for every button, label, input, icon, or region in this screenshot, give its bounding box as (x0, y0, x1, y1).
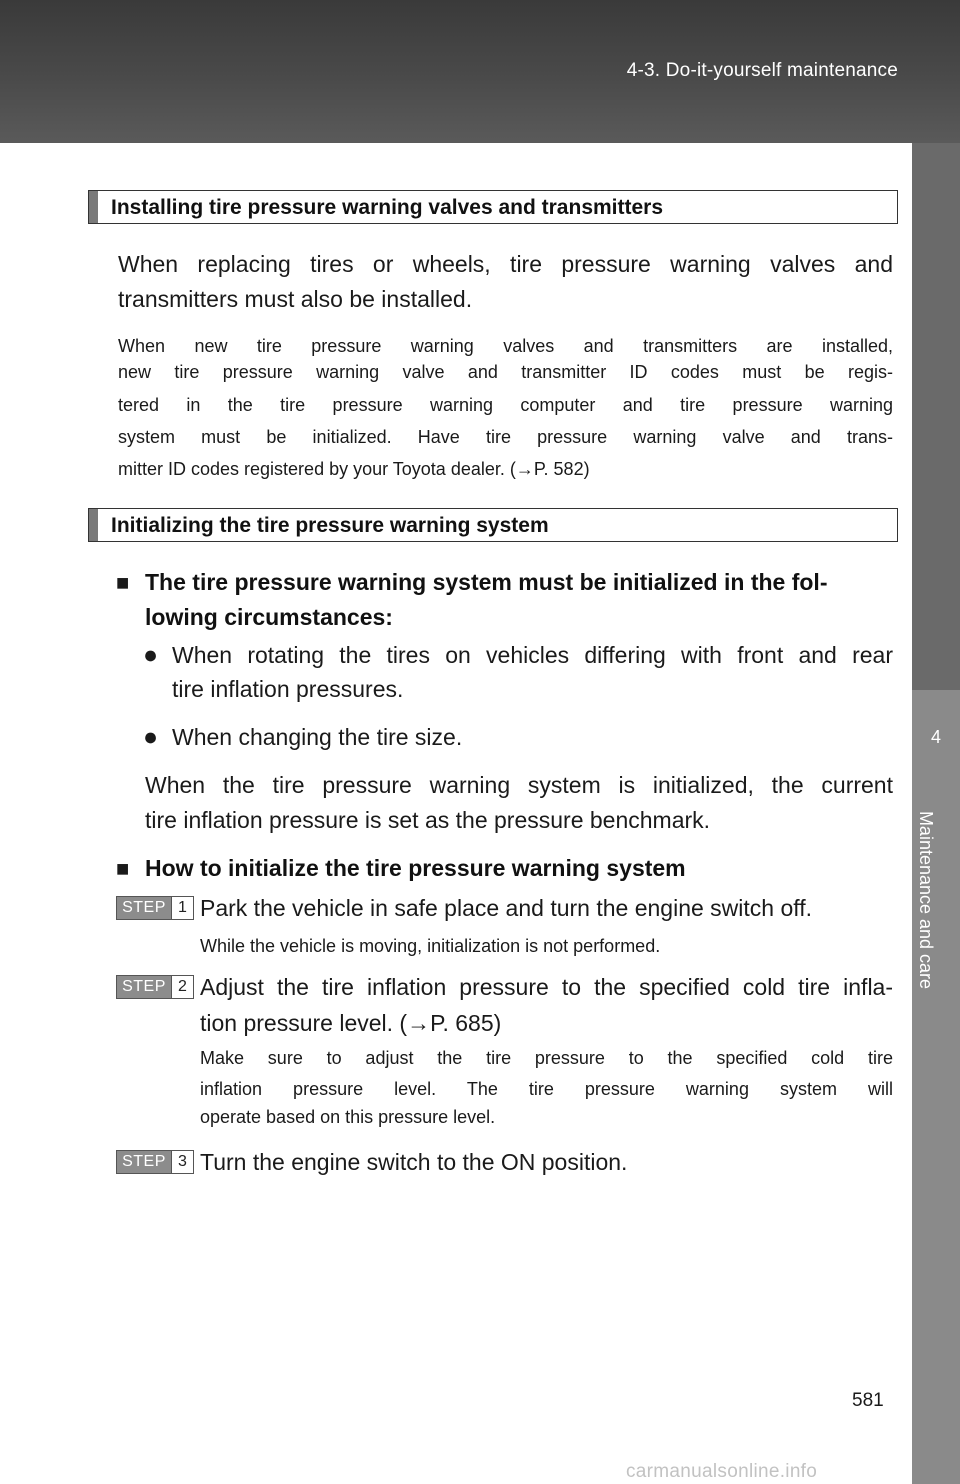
step-2-note-line: inflation pressure level. The tire press… (200, 1079, 893, 1099)
step-number: 3 (171, 1151, 193, 1173)
note-line: new tire pressure warning valve and tran… (118, 362, 893, 382)
paragraph-line: transmitters must also be installed. (118, 286, 473, 312)
step-3-text: Turn the engine switch to the ON positio… (200, 1149, 628, 1175)
step-number: 1 (171, 897, 193, 919)
step-3-badge: STEP 3 (116, 1150, 194, 1174)
step-label: STEP (122, 978, 166, 995)
chapter-number: 4 (930, 727, 941, 747)
section-path: 4-3. Do-it-yourself maintenance (626, 60, 898, 81)
section-heading-text: Installing tire pressure warning valves … (111, 196, 664, 219)
subheading-line: lowing circumstances: (145, 604, 393, 630)
subheading-line: The tire pressure warning system must be… (145, 569, 828, 595)
section-heading-text: Initializing the tire pressure warning s… (111, 514, 549, 537)
section-heading-installing: Installing tire pressure warning valves … (88, 190, 898, 224)
chapter-side-tab (912, 690, 960, 1484)
step-2-text-line: tion pressure level. (→P. 685) (200, 1010, 502, 1036)
paragraph-line: When the tire pressure warning system is… (145, 772, 893, 798)
note-line: mitter ID codes registered by your Toyot… (118, 459, 590, 479)
step-2-note-line: operate based on this pressure level. (200, 1107, 496, 1127)
step-1-note: While the vehicle is moving, initializat… (200, 936, 661, 956)
step-label: STEP (122, 1153, 166, 1170)
section-heading-initializing: Initializing the tire pressure warning s… (88, 508, 898, 542)
watermark: carmanualsonline.info (626, 1461, 818, 1482)
square-bullet-icon: ■ (116, 856, 130, 881)
step-number: 2 (171, 976, 193, 998)
square-bullet-icon: ■ (116, 570, 130, 595)
bullet-text-line: tire inflation pressures. (172, 676, 404, 702)
note-line: When new tire pressure warning valves an… (118, 336, 893, 356)
round-bullet-icon: ● (143, 723, 159, 751)
step-2-note-line: Make sure to adjust the tire pressure to… (200, 1048, 893, 1068)
page-header-band (0, 0, 960, 143)
subheading-text: How to initialize the tire pressure warn… (145, 855, 686, 881)
bullet-text-line: When rotating the tires on vehicles diff… (172, 642, 893, 668)
chapter-name: Maintenance and care (916, 810, 936, 990)
step-label: STEP (122, 899, 166, 916)
step-2-badge: STEP 2 (116, 975, 194, 999)
side-tab-upper (912, 143, 960, 690)
paragraph-line: When replacing tires or wheels, tire pre… (118, 251, 893, 277)
paragraph-line: tire inflation pressure is set as the pr… (145, 807, 711, 833)
note-line: tered in the tire pressure warning compu… (118, 395, 893, 415)
step-1-badge: STEP 1 (116, 896, 194, 920)
step-1-text: Park the vehicle in safe place and turn … (200, 895, 813, 921)
note-line: system must be initialized. Have tire pr… (118, 427, 893, 447)
page-number: 581 (852, 1390, 884, 1411)
round-bullet-icon: ● (143, 641, 159, 669)
bullet-text: When changing the tire size. (172, 724, 463, 750)
step-2-text-line: Adjust the tire inflation pressure to th… (200, 974, 893, 1000)
